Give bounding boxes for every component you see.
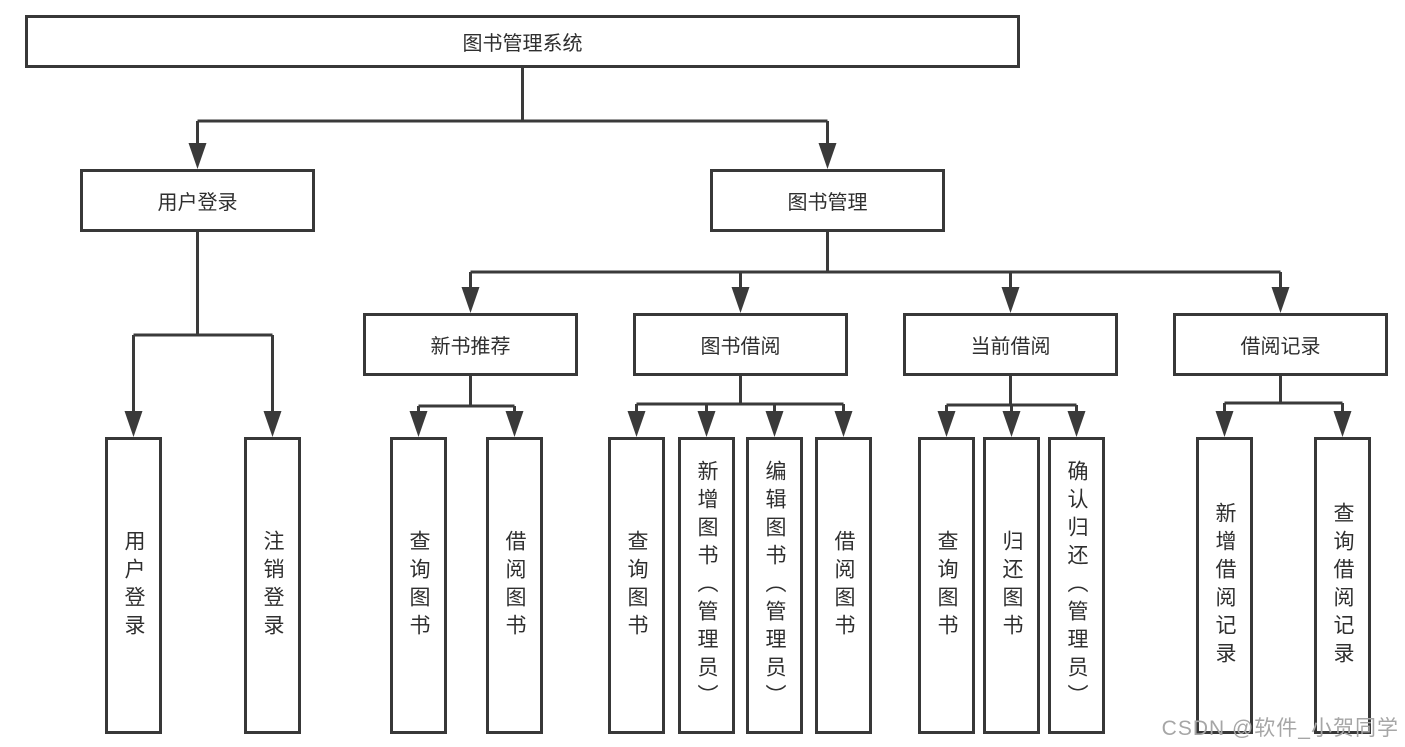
- connector-login-to-leaves: [124, 232, 282, 437]
- node-user-login: 用户登录: [80, 169, 315, 232]
- leaf-label: 查询图书: [625, 529, 648, 642]
- node-query-books-recommend: 查询图书: [390, 437, 447, 734]
- leaf-label: 新增图书（管理员）: [695, 459, 718, 712]
- leaf-label: 用户登录: [122, 529, 145, 642]
- connector-records-to-leaves: [1215, 376, 1352, 437]
- node-query-books-current: 查询图书: [918, 437, 975, 734]
- node-add-book-admin: 新增图书（管理员）: [678, 437, 735, 734]
- node-query-books-borrow: 查询图书: [608, 437, 665, 734]
- node-return-books: 归还图书: [983, 437, 1040, 734]
- node-library-system: 图书管理系统: [25, 15, 1020, 68]
- leaf-label: 借阅图书: [503, 529, 526, 642]
- leaf-label: 查询图书: [935, 529, 958, 642]
- node-confirm-return-admin: 确认归还（管理员）: [1048, 437, 1105, 734]
- node-borrow-books-leaf: 借阅图书: [815, 437, 872, 734]
- leaf-label: 确认归还（管理员）: [1065, 459, 1088, 712]
- leaf-label: 注销登录: [261, 529, 284, 642]
- connector-recommend-to-leaves: [409, 376, 524, 437]
- leaf-label: 编辑图书（管理员）: [763, 459, 786, 712]
- node-new-book-recommend: 新书推荐: [363, 313, 578, 376]
- leaf-label: 查询图书: [407, 529, 430, 642]
- connector-mgmt-to-level3: [461, 232, 1290, 313]
- leaf-label: 新增借阅记录: [1213, 501, 1236, 670]
- connector-current-to-leaves: [937, 376, 1086, 437]
- node-logout: 注销登录: [244, 437, 301, 734]
- leaf-label: 查询借阅记录: [1331, 501, 1354, 670]
- leaf-label: 归还图书: [1000, 529, 1023, 642]
- leaf-label: 借阅图书: [832, 529, 855, 642]
- node-borrow-records: 借阅记录: [1173, 313, 1388, 376]
- csdn-watermark: CSDN @软件_小贺同学: [1161, 717, 1399, 740]
- node-current-borrow: 当前借阅: [903, 313, 1118, 376]
- node-user-login-leaf: 用户登录: [105, 437, 162, 734]
- connector-borrow-to-leaves: [627, 376, 853, 437]
- node-add-borrow-record: 新增借阅记录: [1196, 437, 1253, 734]
- connector-root-to-level2: [188, 66, 837, 169]
- node-query-borrow-record: 查询借阅记录: [1314, 437, 1371, 734]
- node-edit-book-admin: 编辑图书（管理员）: [746, 437, 803, 734]
- node-borrow-books-recommend: 借阅图书: [486, 437, 543, 734]
- node-book-borrow: 图书借阅: [633, 313, 848, 376]
- node-book-management: 图书管理: [710, 169, 945, 232]
